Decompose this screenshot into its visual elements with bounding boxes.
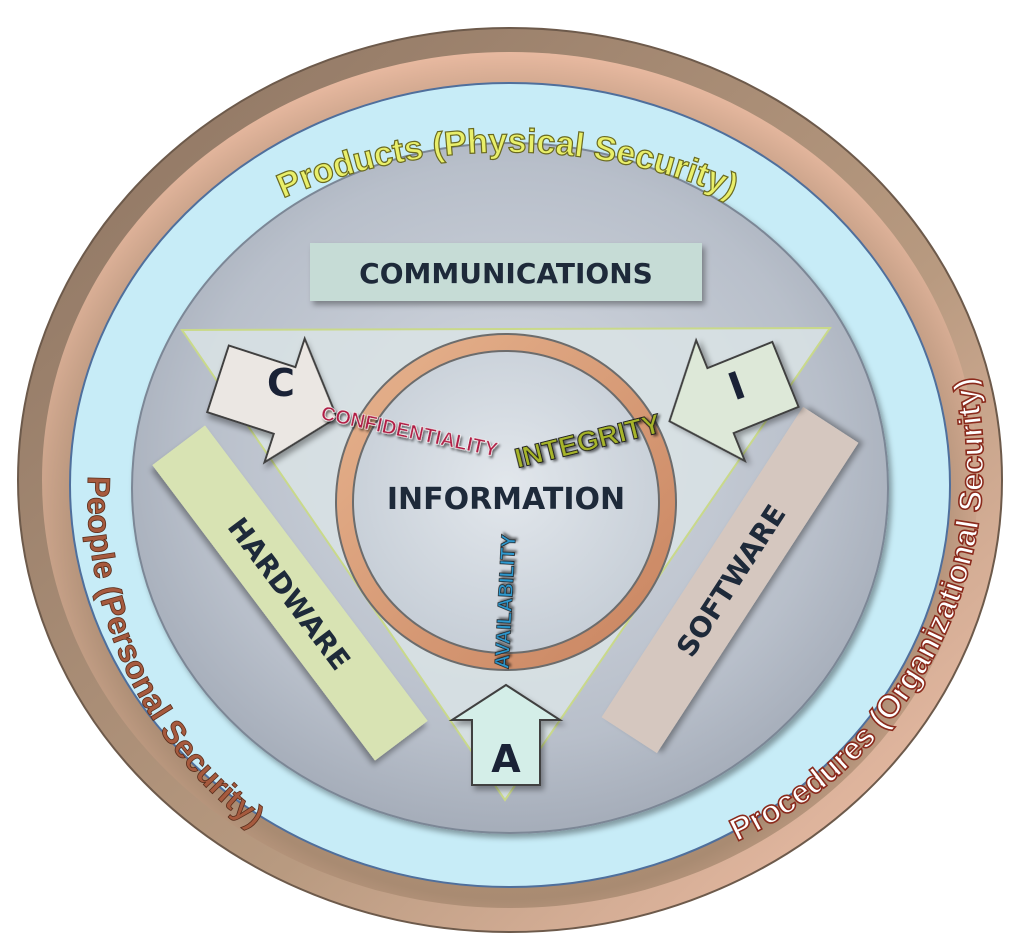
communications-box — [310, 243, 702, 301]
i-arrow-icon — [668, 337, 800, 464]
a-arrow-icon — [448, 683, 564, 786]
information-core — [352, 350, 660, 654]
a-letter: A — [491, 737, 521, 781]
a-arrow-group: A — [448, 683, 564, 786]
c-arrow-group: C — [205, 335, 339, 465]
hardware-box — [152, 425, 428, 761]
information-label: INFORMATION — [387, 482, 625, 517]
c-arrow-icon — [205, 335, 339, 465]
communications-label: COMMUNICATIONS — [359, 257, 653, 290]
software-box — [601, 406, 859, 754]
i-arrow-group: I — [668, 337, 800, 464]
c-letter: C — [267, 361, 295, 405]
